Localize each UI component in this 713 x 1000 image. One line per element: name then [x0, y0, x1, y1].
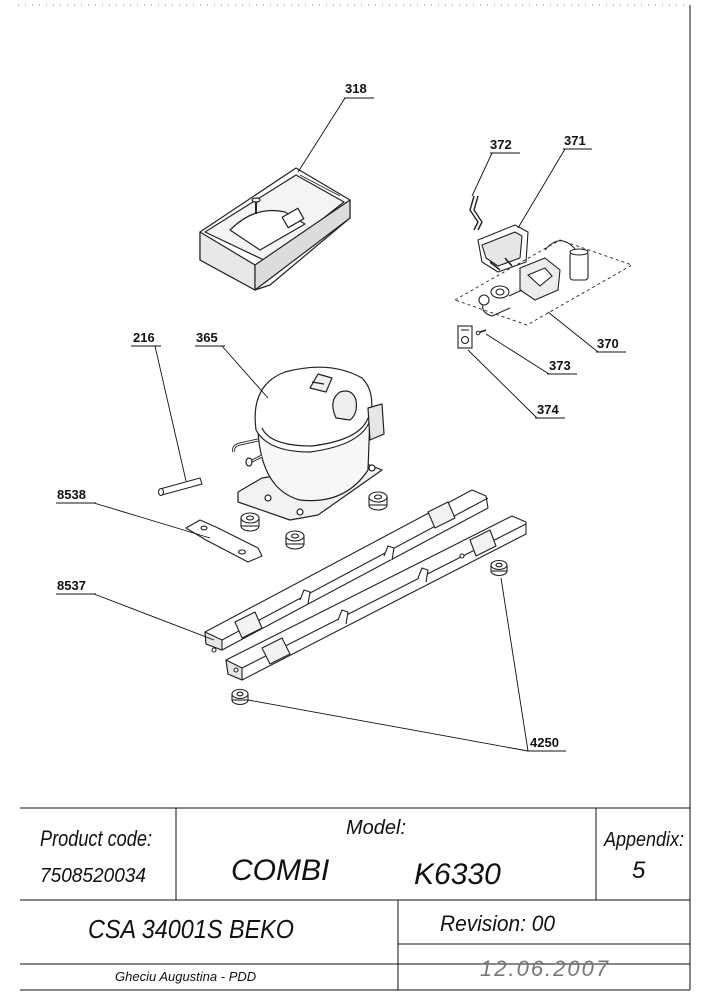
compressor-365	[232, 366, 385, 521]
drip-tray-318	[199, 167, 351, 291]
wire-clip-372	[469, 195, 483, 231]
product-code-value: 7508520034	[40, 865, 146, 887]
bracket-8538	[185, 519, 263, 563]
ground-plate-374	[457, 325, 473, 349]
appendix-label: Appendix:	[603, 829, 684, 851]
sheet-frame	[18, 4, 691, 991]
rubber-grommets	[240, 491, 388, 550]
callout-372: 372	[490, 137, 512, 152]
date: 12.06.2007	[480, 956, 610, 981]
callout-373: 373	[549, 358, 571, 373]
revision: Revision: 00	[440, 911, 556, 936]
base-frame-8537	[204, 489, 527, 681]
compressor-model: CSA 34001S BEKO	[88, 914, 294, 944]
callout-8538: 8538	[57, 487, 86, 502]
title-block	[20, 807, 690, 990]
product-code-label: Product code:	[40, 826, 152, 851]
pin-216	[157, 477, 203, 497]
callout-4250: 4250	[530, 735, 559, 750]
leader-318	[297, 97, 346, 173]
callout-365: 365	[196, 330, 218, 345]
callout-8537: 8537	[57, 578, 86, 593]
screw-373	[475, 329, 487, 336]
model-number: K6330	[414, 858, 501, 891]
model-name: COMBI	[231, 854, 329, 887]
appendix-value: 5	[632, 857, 646, 884]
callout-216: 216	[133, 330, 155, 345]
author: Gheciu Augustina - PDD	[115, 969, 256, 984]
rubber-foot-4250	[231, 559, 508, 706]
electrical-kit-370	[453, 239, 634, 326]
callout-370: 370	[597, 336, 619, 351]
callout-318: 318	[345, 81, 367, 96]
callout-374: 374	[537, 402, 559, 417]
model-label: Model:	[346, 817, 406, 839]
callout-371: 371	[564, 133, 586, 148]
relay-cover-371	[477, 224, 529, 273]
